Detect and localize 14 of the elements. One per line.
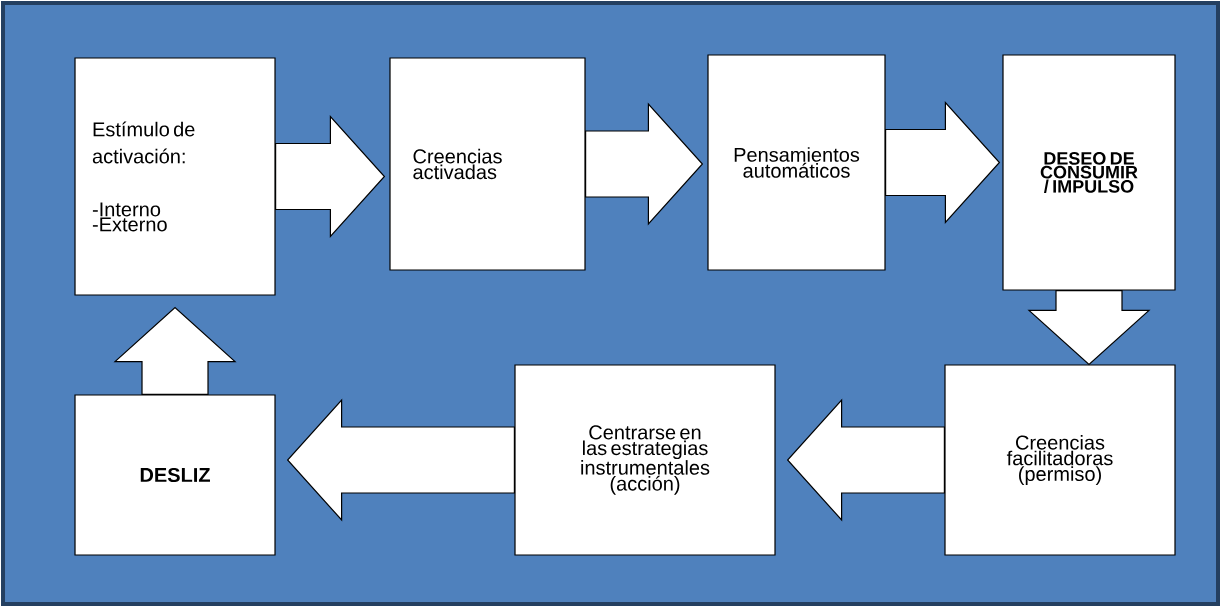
process-box: DESEO DE CONSUMIR / IMPULSO xyxy=(1002,54,1176,291)
process-box: Creencias facilitadoras (permiso) xyxy=(944,364,1176,556)
process-box: Creencias activadas xyxy=(389,57,586,271)
block-arrow xyxy=(1027,290,1151,366)
process-box: Pensamientos automáticos xyxy=(707,54,886,271)
block-arrow xyxy=(786,398,945,522)
block-arrow xyxy=(113,306,237,395)
block-arrow xyxy=(275,114,386,239)
process-box: Centrarse en las estrategias instrumentales (acción) xyxy=(514,364,776,556)
process-box: DESLIZ xyxy=(74,394,276,556)
block-arrow xyxy=(585,102,704,226)
block-arrow xyxy=(286,398,515,522)
process-box: Estímulo de activación: -Interno -Externo xyxy=(74,57,276,296)
block-arrow xyxy=(885,100,1001,225)
